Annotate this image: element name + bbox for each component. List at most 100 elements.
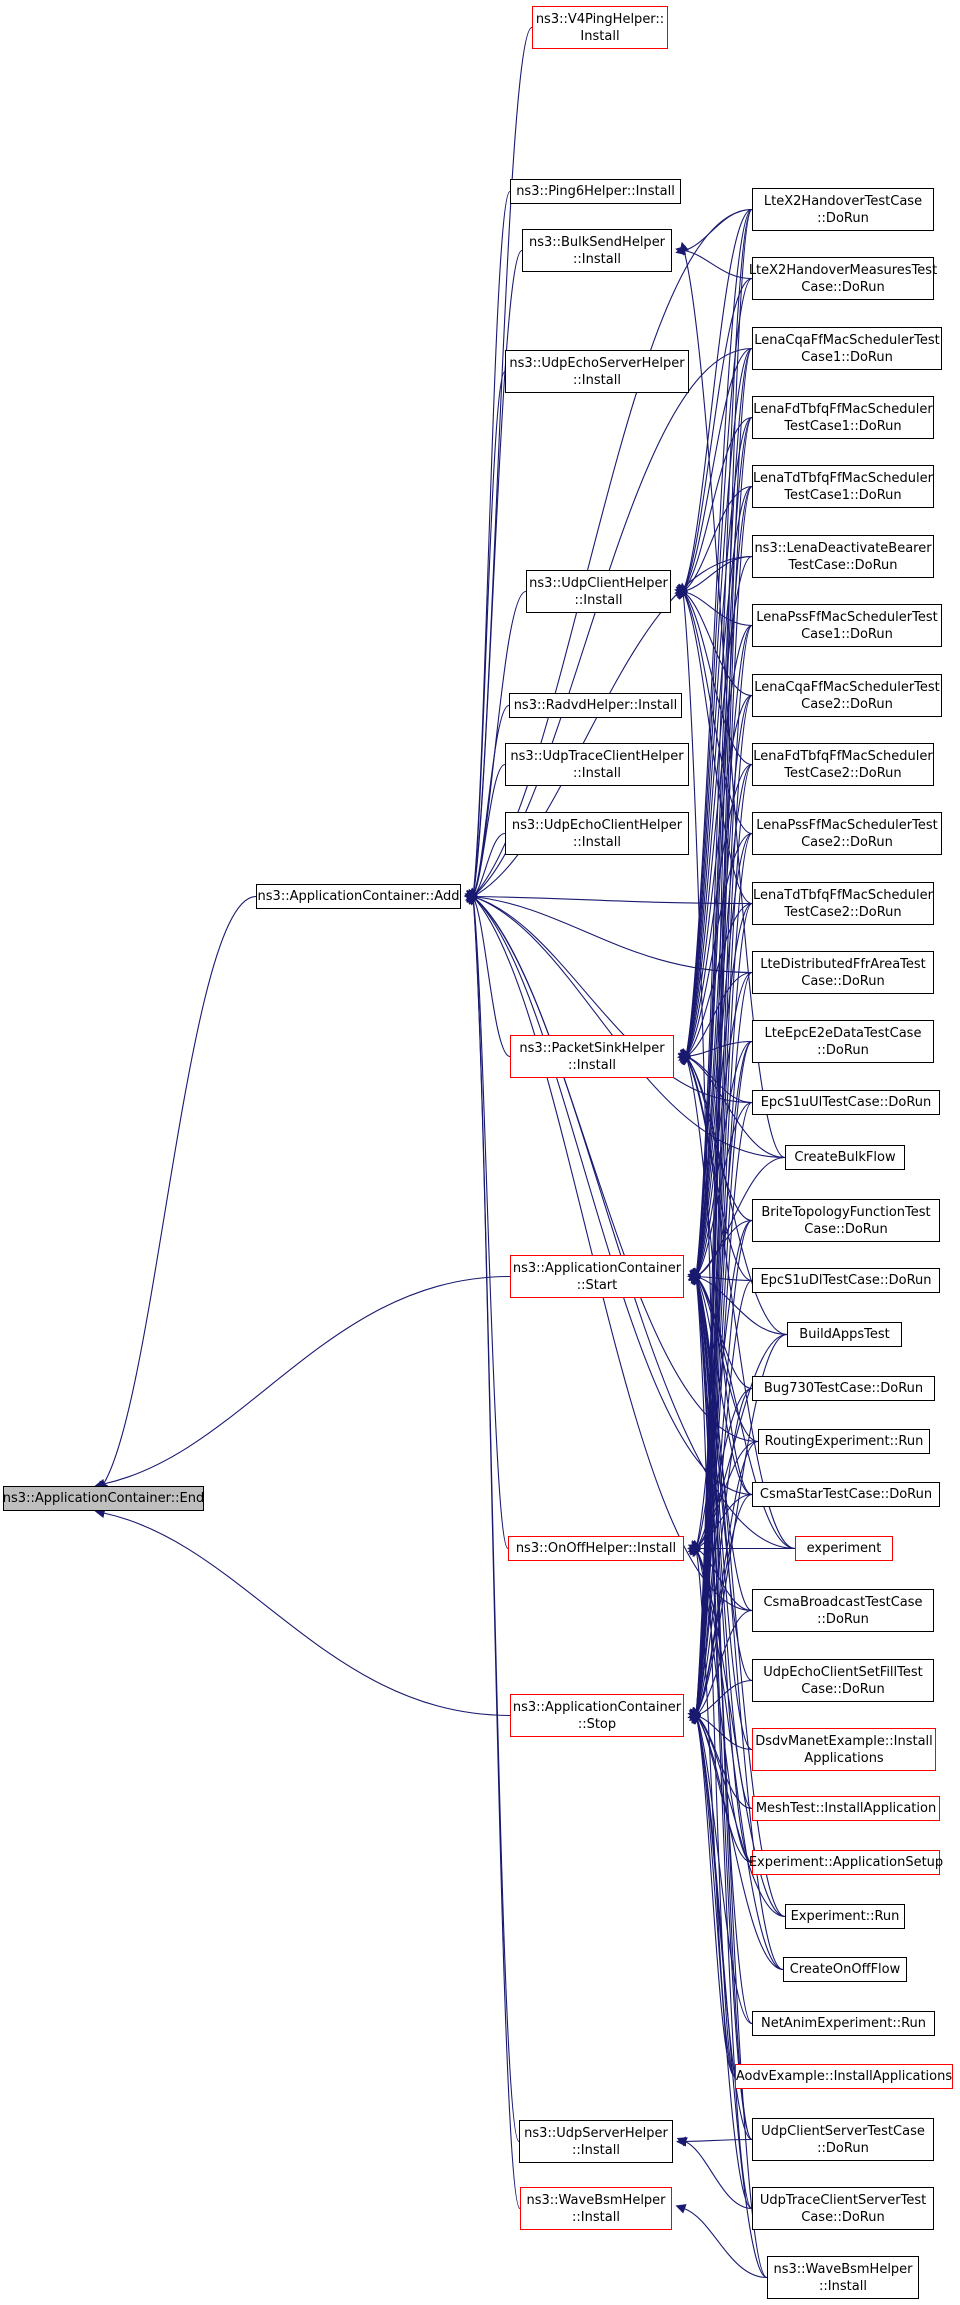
- call-edge-epcs1udl-to-stop: [691, 1279, 753, 1725]
- call-edge-ltex2ho-to-stop: [691, 208, 753, 1725]
- call-edge-exprun-to-stop: [689, 1709, 786, 1918]
- node-lena-td-tbfq-ff-mac-scheduler-test-case1[interactable]: LenaTdTbfqFfMacScheduler TestCase1::DoRu…: [752, 465, 934, 508]
- node-ping6-helper-install[interactable]: ns3::Ping6Helper::Install: [510, 179, 681, 204]
- node-mesh-test-install-application[interactable]: MeshTest::InstallApplication: [752, 1796, 940, 1821]
- node-lena-cqa-ff-mac-scheduler-test-case2[interactable]: LenaCqaFfMacSchedulerTest Case2::DoRun: [752, 674, 942, 717]
- call-edge-wavebsm_right-to-wavebsm_mid: [675, 2204, 768, 2279]
- node-netanim-experiment-run[interactable]: NetAnimExperiment::Run: [752, 2011, 935, 2036]
- call-edge-add-to-root: [98, 895, 257, 1492]
- call-edge-csmastar-to-start: [691, 1268, 753, 1496]
- call-edge-ltex2ho-to-packetsink: [681, 208, 753, 1066]
- node-bulk-send-helper-install[interactable]: ns3::BulkSendHelper ::Install: [522, 229, 672, 272]
- node-udp-trace-client-server-test-case[interactable]: UdpTraceClientServerTest Case::DoRun: [752, 2187, 934, 2230]
- node-v4ping-helper-install[interactable]: ns3::V4PingHelper:: Install: [532, 6, 668, 49]
- call-edge-aodvexample-to-onoff: [691, 1539, 736, 2078]
- node-packet-sink-helper-install[interactable]: ns3::PacketSinkHelper ::Install: [510, 1035, 674, 1078]
- node-udp-server-helper-install[interactable]: ns3::UdpServerHelper ::Install: [519, 2120, 673, 2163]
- call-edge-lenatdtb2-to-add: [464, 891, 753, 905]
- node-lena-cqa-ff-mac-scheduler-test-case1[interactable]: LenaCqaFfMacSchedulerTest Case1::DoRun: [752, 327, 942, 370]
- node-epc-s1u-dl-test-case[interactable]: EpcS1uDlTestCase::DoRun: [752, 1268, 940, 1293]
- node-application-container-start[interactable]: ns3::ApplicationContainer ::Start: [510, 1255, 684, 1298]
- call-edge-start-to-root: [94, 1275, 511, 1489]
- call-edge-packetsink-to-add: [468, 888, 511, 1058]
- call-edge-ltedistffr-to-add: [464, 891, 753, 974]
- call-edge-britetopo-to-stop: [691, 1219, 753, 1725]
- call-edge-lenatdtb1-to-udpclient: [675, 485, 753, 597]
- call-edge-lenatdtb1-to-packetsink: [681, 485, 753, 1066]
- call-edge-udptraceclient-to-add: [468, 763, 506, 905]
- node-wave-bsm-helper-install-mid[interactable]: ns3::WaveBsmHelper ::Install: [520, 2187, 672, 2230]
- call-edge-csmastar-to-stop: [691, 1493, 753, 1724]
- node-udp-client-helper-install[interactable]: ns3::UdpClientHelper ::Install: [526, 570, 671, 613]
- call-edge-buildapps-to-start: [687, 1271, 788, 1336]
- call-edge-lenadeact-to-udpclient: [674, 555, 753, 597]
- node-udp-echo-client-helper-install[interactable]: ns3::UdpEchoClientHelper ::Install: [505, 812, 689, 855]
- call-edge-dsdvmanet-to-stop: [687, 1710, 753, 1751]
- call-edge-bug730-to-onoff: [690, 1387, 753, 1556]
- node-csma-broadcast-test-case[interactable]: CsmaBroadcastTestCase ::DoRun: [752, 1589, 934, 1632]
- node-lte-x2-handover-test-case[interactable]: LteX2HandoverTestCase ::DoRun: [752, 188, 934, 231]
- node-experiment[interactable]: experiment: [795, 1536, 893, 1561]
- call-edge-createbulk-to-start: [688, 1156, 786, 1281]
- node-application-container-stop[interactable]: ns3::ApplicationContainer ::Stop: [510, 1694, 684, 1737]
- call-edge-udpechoserver-to-add: [468, 370, 506, 906]
- node-udp-client-server-test-case[interactable]: UdpClientServerTestCase ::DoRun: [752, 2118, 934, 2161]
- node-dsdv-manet-example-install-applications[interactable]: DsdvManetExample::Install Applications: [752, 1728, 936, 1771]
- node-bug730-test-case[interactable]: Bug730TestCase::DoRun: [752, 1376, 935, 1401]
- node-lena-td-tbfq-ff-mac-scheduler-test-case2[interactable]: LenaTdTbfqFfMacScheduler TestCase2::DoRu…: [752, 882, 934, 925]
- call-edge-lteepce2e-to-stop: [691, 1040, 753, 1725]
- call-edge-createonoff-to-start: [691, 1267, 784, 1971]
- node-lena-fd-tbfq-ff-mac-scheduler-test-case1[interactable]: LenaFdTbfqFfMacScheduler TestCase1::DoRu…: [752, 396, 934, 439]
- call-edge-routingexp-to-onoff: [688, 1440, 759, 1554]
- node-wave-bsm-helper-install-right[interactable]: ns3::WaveBsmHelper ::Install: [767, 2256, 919, 2299]
- node-udp-echo-client-set-fill-test-case[interactable]: UdpEchoClientSetFillTest Case::DoRun: [752, 1659, 934, 1702]
- node-lena-fd-tbfq-ff-mac-scheduler-test-case2[interactable]: LenaFdTbfqFfMacScheduler TestCase2::DoRu…: [752, 743, 934, 786]
- node-lena-pss-ff-mac-scheduler-test-case2[interactable]: LenaPssFfMacSchedulerTest Case2::DoRun: [752, 812, 942, 855]
- call-edge-britetopo-to-start: [687, 1219, 753, 1281]
- call-edge-udpserver-to-add: [468, 887, 520, 2143]
- call-edge-lenapss1-to-start: [691, 624, 753, 1286]
- node-aodv-example-install-applications[interactable]: AodvExample::InstallApplications: [735, 2064, 953, 2089]
- node-application-container-end: ns3::ApplicationContainer::End: [3, 1486, 204, 1511]
- call-edge-epcs1uul-to-stop: [691, 1101, 753, 1725]
- call-edge-experiment-to-start: [690, 1269, 796, 1550]
- call-edge-expappsetup-to-start: [691, 1267, 753, 1864]
- node-experiment-run[interactable]: Experiment::Run: [785, 1904, 905, 1929]
- node-onoff-helper-install[interactable]: ns3::OnOffHelper::Install: [508, 1536, 684, 1561]
- call-edge-bug730-to-stop: [691, 1387, 753, 1724]
- call-edge-netanimexp-to-stop: [691, 1707, 753, 2025]
- call-edge-stop-to-root: [94, 1508, 511, 1717]
- call-edge-wavebsm_mid-to-add: [468, 887, 521, 2210]
- node-radvd-helper-install[interactable]: ns3::RadvdHelper::Install: [509, 693, 682, 718]
- node-lte-epc-e2e-data-test-case[interactable]: LteEpcE2eDataTestCase ::DoRun: [752, 1020, 934, 1063]
- call-edge-lenacqa1-to-udpclient: [678, 347, 753, 600]
- node-experiment-application-setup[interactable]: Experiment::ApplicationSetup: [749, 1850, 943, 1875]
- node-lte-distributed-ffr-area-test-case[interactable]: LteDistributedFfrAreaTest Case::DoRun: [752, 951, 934, 994]
- call-edge-ltedistffr-to-stop: [691, 971, 753, 1725]
- node-routing-experiment-run[interactable]: RoutingExperiment::Run: [758, 1429, 930, 1454]
- call-edge-lenapss1-to-packetsink: [681, 624, 753, 1065]
- node-lena-deactivate-bearer-test-case[interactable]: ns3::LenaDeactivateBearer TestCase::DoRu…: [752, 535, 934, 578]
- node-lte-x2-handover-measures-test-case[interactable]: LteX2HandoverMeasuresTest Case::DoRun: [749, 257, 937, 300]
- node-udp-echo-server-helper-install[interactable]: ns3::UdpEchoServerHelper ::Install: [505, 350, 689, 393]
- node-create-onoff-flow[interactable]: CreateOnOffFlow: [783, 1957, 907, 1982]
- node-epc-s1u-ul-test-case[interactable]: EpcS1uUlTestCase::DoRun: [752, 1090, 940, 1115]
- node-build-apps-test[interactable]: BuildAppsTest: [787, 1322, 902, 1347]
- call-edge-ltex2hom-to-bulksend: [675, 245, 753, 280]
- call-edge-ltex2ho-to-udpclient: [678, 208, 753, 600]
- node-brite-topology-function-test-case[interactable]: BriteTopologyFunctionTest Case::DoRun: [752, 1199, 940, 1242]
- node-create-bulk-flow[interactable]: CreateBulkFlow: [785, 1145, 905, 1170]
- call-edge-csmabcast-to-stop: [688, 1609, 753, 1722]
- call-edge-lenatdtb1-to-start: [691, 485, 753, 1286]
- call-edge-aodvexample-to-stop: [691, 1706, 736, 2078]
- call-edge-udptraceclientserver-to-udpserver: [676, 2137, 753, 2210]
- node-application-container-add[interactable]: ns3::ApplicationContainer::Add: [256, 884, 461, 909]
- call-edge-bulksend-to-add: [468, 249, 523, 906]
- node-udp-trace-client-helper-install[interactable]: ns3::UdpTraceClientHelper ::Install: [505, 743, 689, 786]
- node-csma-star-test-case[interactable]: CsmaStarTestCase::DoRun: [752, 1482, 940, 1507]
- call-edge-meshtest-to-stop: [688, 1710, 753, 1810]
- call-edge-aodvexample-to-start: [691, 1267, 736, 2078]
- call-edge-csmastar-to-onoff: [687, 1493, 753, 1553]
- node-lena-pss-ff-mac-scheduler-test-case1[interactable]: LenaPssFfMacSchedulerTest Case1::DoRun: [752, 604, 942, 647]
